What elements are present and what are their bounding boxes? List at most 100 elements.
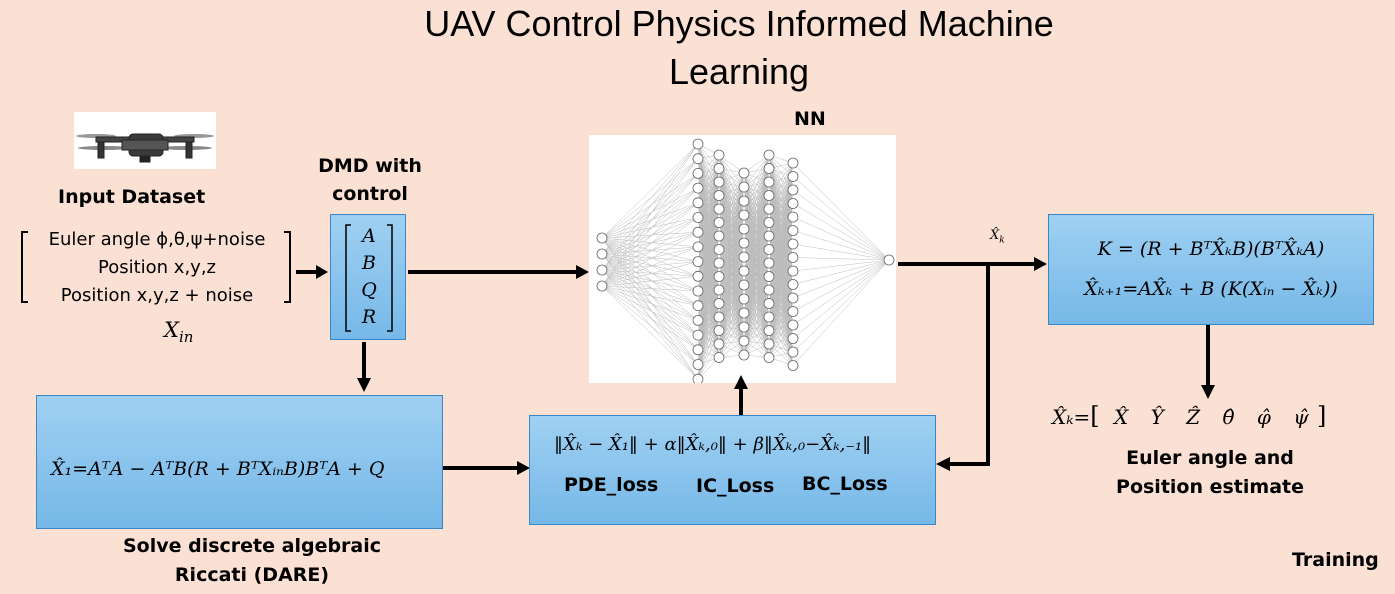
nn-edge — [743, 303, 770, 356]
nn-edge — [601, 237, 699, 277]
nn-edge — [601, 158, 699, 239]
drone-image — [74, 112, 216, 169]
nn-node — [787, 184, 799, 196]
state-update-equation: X̂ₖ₊₁=AX̂ₖ + B (K(Xᵢₙ − X̂ₖ)) — [1084, 278, 1338, 300]
nn-edge — [792, 259, 890, 312]
nn-edge — [718, 298, 745, 358]
nn-node — [787, 292, 799, 304]
dare-label-line-2: Riccati (DARE) — [174, 564, 330, 586]
nn-node — [738, 237, 750, 249]
dare-label: Solve discrete algebraic Riccati (DARE) — [76, 532, 428, 590]
nn-node — [787, 252, 799, 263]
nn-edge — [601, 202, 699, 271]
nn-node — [763, 325, 775, 336]
nn-node — [787, 157, 799, 169]
nn-node — [692, 344, 704, 356]
neural-network-graph — [596, 138, 895, 385]
nn-edge — [792, 176, 890, 261]
nn-node — [738, 195, 750, 207]
nn-edge — [601, 285, 699, 336]
arrow-dmd-to-dare — [357, 342, 371, 392]
nn-node — [763, 203, 775, 215]
nn-node — [787, 319, 799, 331]
nn-node — [787, 171, 799, 182]
nn-node — [763, 284, 775, 296]
input-line-position-noise: Position x,y,z + noise — [60, 285, 254, 306]
nn-edge — [601, 231, 699, 255]
nn-edge — [743, 154, 770, 188]
nn-node — [692, 359, 704, 370]
nn-edge — [601, 237, 699, 350]
nn-edge — [601, 143, 699, 287]
nn-edge — [601, 231, 699, 239]
nn-node — [692, 256, 704, 267]
nn-edge — [601, 276, 699, 287]
nn-edge — [792, 257, 890, 261]
title-line-1: UAV Control Physics Informed Machine — [424, 3, 1054, 44]
nn-node — [763, 149, 775, 161]
nn-node — [787, 225, 799, 236]
nn-node — [787, 265, 799, 277]
nn-node — [713, 338, 725, 350]
page-title: UAV Control Physics Informed Machine Lea… — [0, 0, 1395, 96]
dmd-brackets — [345, 224, 393, 332]
nn-edge — [792, 216, 890, 261]
nn-node — [787, 306, 799, 317]
estimate-theta: θ̂ — [1222, 405, 1235, 429]
nn-node — [738, 279, 750, 291]
nn-edge — [601, 173, 699, 255]
nn-node — [763, 352, 775, 363]
dare-box: X̂₁=AᵀA − AᵀB(R + BᵀXᵢₙB)BᵀA + Q — [36, 395, 443, 529]
nn-edge — [601, 217, 699, 239]
nn-edge — [792, 259, 890, 339]
nn-node — [883, 254, 895, 266]
nn-node — [713, 257, 725, 269]
nn-edge — [601, 202, 699, 255]
nn-node — [763, 217, 775, 228]
nn-edge — [792, 189, 890, 261]
estimate-label-line-1: Euler angle and — [1126, 447, 1294, 469]
nn-node — [692, 212, 704, 223]
nn-edge — [768, 311, 794, 358]
nn-node — [596, 248, 608, 260]
x-in-subscript: in — [178, 328, 194, 347]
nn-node — [692, 241, 704, 253]
nn-edge — [697, 154, 720, 277]
nn-node — [713, 244, 725, 255]
nn-edge — [601, 217, 699, 255]
nn-edge — [601, 253, 699, 277]
nn-edge — [792, 259, 890, 272]
nn-node — [713, 352, 725, 363]
nn-edge — [601, 202, 699, 287]
nn-edge — [697, 330, 720, 380]
nn-edge — [792, 259, 890, 299]
nn-node — [787, 333, 799, 344]
nn-node — [713, 230, 725, 242]
xk-hat-subscript: k — [999, 235, 1005, 246]
nn-node — [738, 293, 750, 305]
nn-edge — [743, 154, 770, 272]
nn-edge — [792, 203, 890, 261]
nn-edge — [718, 242, 745, 358]
nn-edge — [718, 172, 745, 196]
nn-edge — [601, 285, 699, 321]
nn-node — [692, 182, 704, 194]
nn-edge — [601, 237, 699, 262]
nn-edge — [601, 285, 699, 306]
nn-edge — [743, 316, 770, 356]
loss-equation: ‖X̂ₖ − X̂₁‖ + α‖X̂ₖ,₀‖ + β‖X̂ₖ,₀−X̂ₖ,₋₁‖ — [554, 434, 872, 455]
arrow-k-to-estimate — [1201, 325, 1215, 399]
nn-node — [692, 153, 704, 165]
nn-node — [692, 270, 704, 282]
nn-node — [787, 346, 799, 358]
nn-edge — [601, 253, 699, 350]
dmd-label-line-2: control — [332, 183, 408, 205]
nn-edge — [792, 162, 890, 261]
nn-node — [787, 211, 799, 223]
dmd-entry-q: Q — [361, 279, 377, 301]
nn-edge — [697, 262, 720, 380]
arrow-dmd-to-nn — [408, 265, 589, 279]
dare-label-line-1: Solve discrete algebraic — [122, 535, 382, 557]
nn-edge — [697, 154, 720, 189]
nn-edge — [743, 330, 770, 356]
